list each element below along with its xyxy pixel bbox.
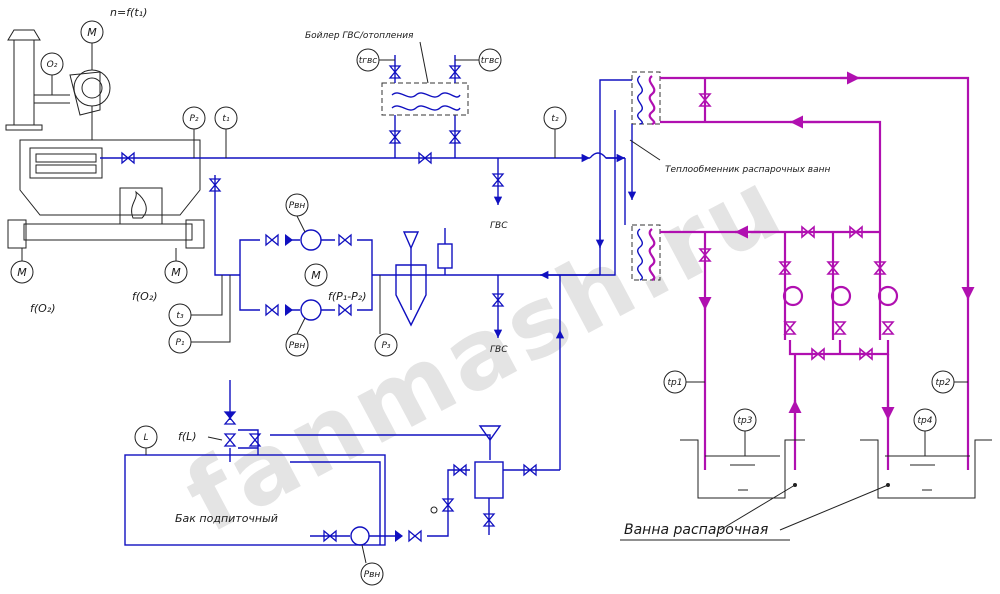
pw-tank-gauge-icon xyxy=(360,562,384,586)
supply-line xyxy=(100,115,625,276)
heat-exchangers xyxy=(600,71,661,282)
pump-motor-label: M xyxy=(311,269,321,282)
tp3-label: tр3 xyxy=(738,416,753,426)
baths xyxy=(620,439,992,541)
gvs-outlet-bottom: ГВС xyxy=(490,345,508,355)
tp2-label: tр2 xyxy=(936,378,951,388)
pump-motor-icon xyxy=(304,263,328,287)
gvs-outlet-top: ГВС xyxy=(490,221,508,231)
o2-function-left: f(O₂) xyxy=(30,302,56,315)
tank-label: Бак подпиточный xyxy=(175,512,278,525)
t1-label: t₁ xyxy=(222,114,230,124)
heat-exchanger-label: Теплообменник распарочных ванн xyxy=(665,165,830,175)
motor-right-label: M xyxy=(171,266,181,279)
level-label: L xyxy=(143,433,148,443)
motor-left-label: M xyxy=(17,266,27,279)
boiler xyxy=(5,29,205,249)
p2-label: P₂ xyxy=(189,114,198,124)
boiler-gvs-title: Бойлер ГВС/отопления xyxy=(305,31,414,41)
p3-label: P₃ xyxy=(381,341,390,351)
tp1-label: tр1 xyxy=(668,378,683,388)
p3-gauge-icon xyxy=(374,333,398,357)
p1-label: P₁ xyxy=(175,338,184,348)
t-hot-out-label: tгвс xyxy=(481,56,500,66)
bath-label: Ванна распарочная xyxy=(624,522,768,538)
tp4-label: tр4 xyxy=(918,416,933,426)
o2-sensor-label: O₂ xyxy=(47,60,58,70)
level-function: f(L) xyxy=(178,430,197,443)
t-hot-in-label: tгвс xyxy=(359,56,378,66)
t3-label: t₃ xyxy=(176,311,184,321)
t2-label: t₂ xyxy=(551,114,559,124)
bath-circuit xyxy=(660,71,975,470)
makeup-tank xyxy=(124,380,560,546)
hot-water-boiler xyxy=(381,41,469,116)
o2-function-right: f(O₂) xyxy=(132,290,158,303)
pw-top-label: Pвн xyxy=(289,201,306,211)
fan-motor-label: M xyxy=(87,26,97,39)
pw-tank-label: Pвн xyxy=(364,570,381,580)
pw-bot-label: Pвн xyxy=(289,341,306,351)
fan-speed-label: n=f(t₁) xyxy=(110,6,147,19)
mud-separator xyxy=(395,228,453,327)
dp-function: f(P₁-P₂) xyxy=(328,290,367,303)
